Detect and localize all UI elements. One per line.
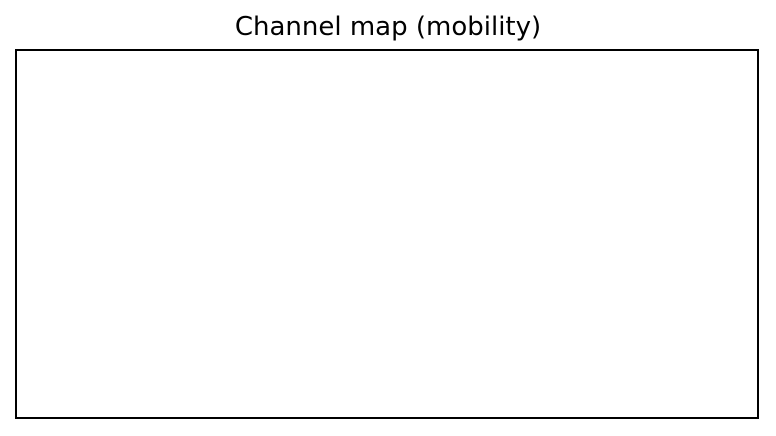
plot-area (15, 49, 759, 419)
chart-title: Channel map (mobility) (234, 12, 542, 42)
